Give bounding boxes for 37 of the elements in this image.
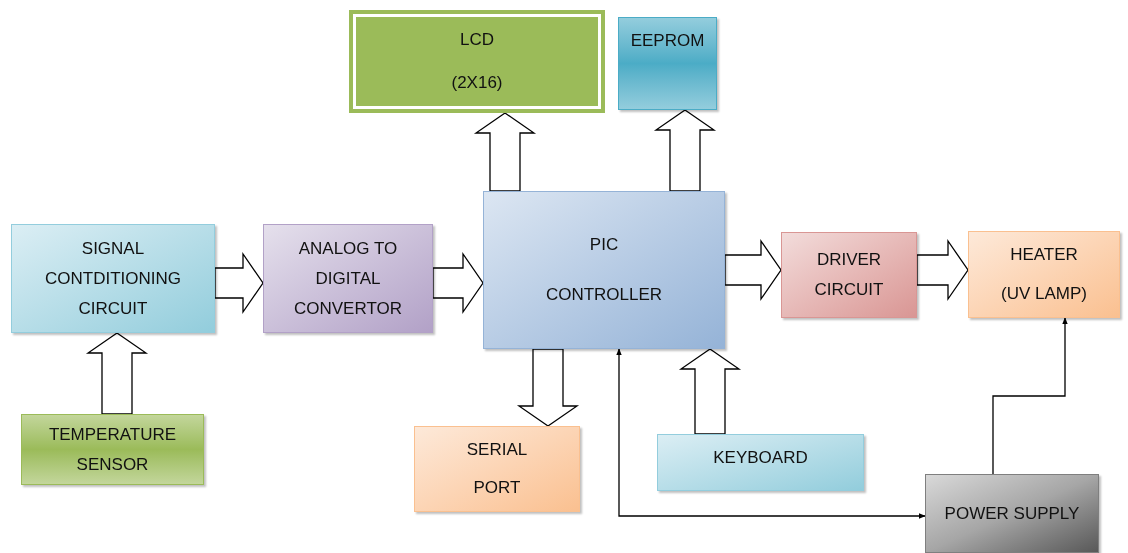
power-box bbox=[925, 474, 1099, 553]
node-label: PORT bbox=[472, 477, 522, 499]
block-arrow bbox=[214, 251, 264, 315]
node-label: (2X16) bbox=[450, 72, 504, 95]
controller-box bbox=[483, 191, 725, 349]
block-arrow bbox=[916, 238, 969, 302]
block-arrow bbox=[516, 348, 580, 427]
node-label: (UV LAMP) bbox=[1000, 282, 1088, 305]
memory-box bbox=[618, 17, 717, 110]
block-arrow bbox=[473, 112, 537, 192]
node-label: SIGNAL CONTDITIONING CIRCUIT bbox=[44, 237, 182, 320]
display-box bbox=[349, 10, 605, 113]
port-box bbox=[414, 426, 580, 512]
node-label: DRIVER CIRCUIT bbox=[813, 249, 885, 301]
process-box bbox=[781, 232, 917, 318]
node-label: PIC bbox=[588, 234, 620, 256]
sensor-box bbox=[21, 414, 204, 485]
process-box bbox=[263, 224, 433, 333]
arrow bbox=[616, 348, 926, 519]
node-label: TEMPERATURE SENSOR bbox=[47, 423, 178, 476]
node-label: HEATER bbox=[1009, 244, 1079, 267]
arrow bbox=[992, 317, 1068, 475]
output-box bbox=[968, 231, 1120, 318]
node-label: POWER SUPPLY bbox=[943, 502, 1081, 525]
node-label: CONTROLLER bbox=[544, 284, 664, 306]
block-arrow bbox=[432, 251, 484, 315]
input-box bbox=[657, 434, 864, 491]
block-arrow bbox=[85, 332, 149, 415]
node-label: LCD bbox=[459, 28, 495, 51]
node-label: EEPROM bbox=[629, 30, 706, 52]
node-label: SERIAL bbox=[465, 439, 529, 461]
node-label: ANALOG TO DIGITAL CONVERTOR bbox=[293, 237, 403, 320]
block-arrow bbox=[653, 109, 717, 192]
block-arrow bbox=[724, 238, 782, 302]
process-box bbox=[11, 224, 215, 333]
node-label: KEYBOARD bbox=[712, 447, 809, 469]
block-arrow bbox=[678, 348, 742, 435]
